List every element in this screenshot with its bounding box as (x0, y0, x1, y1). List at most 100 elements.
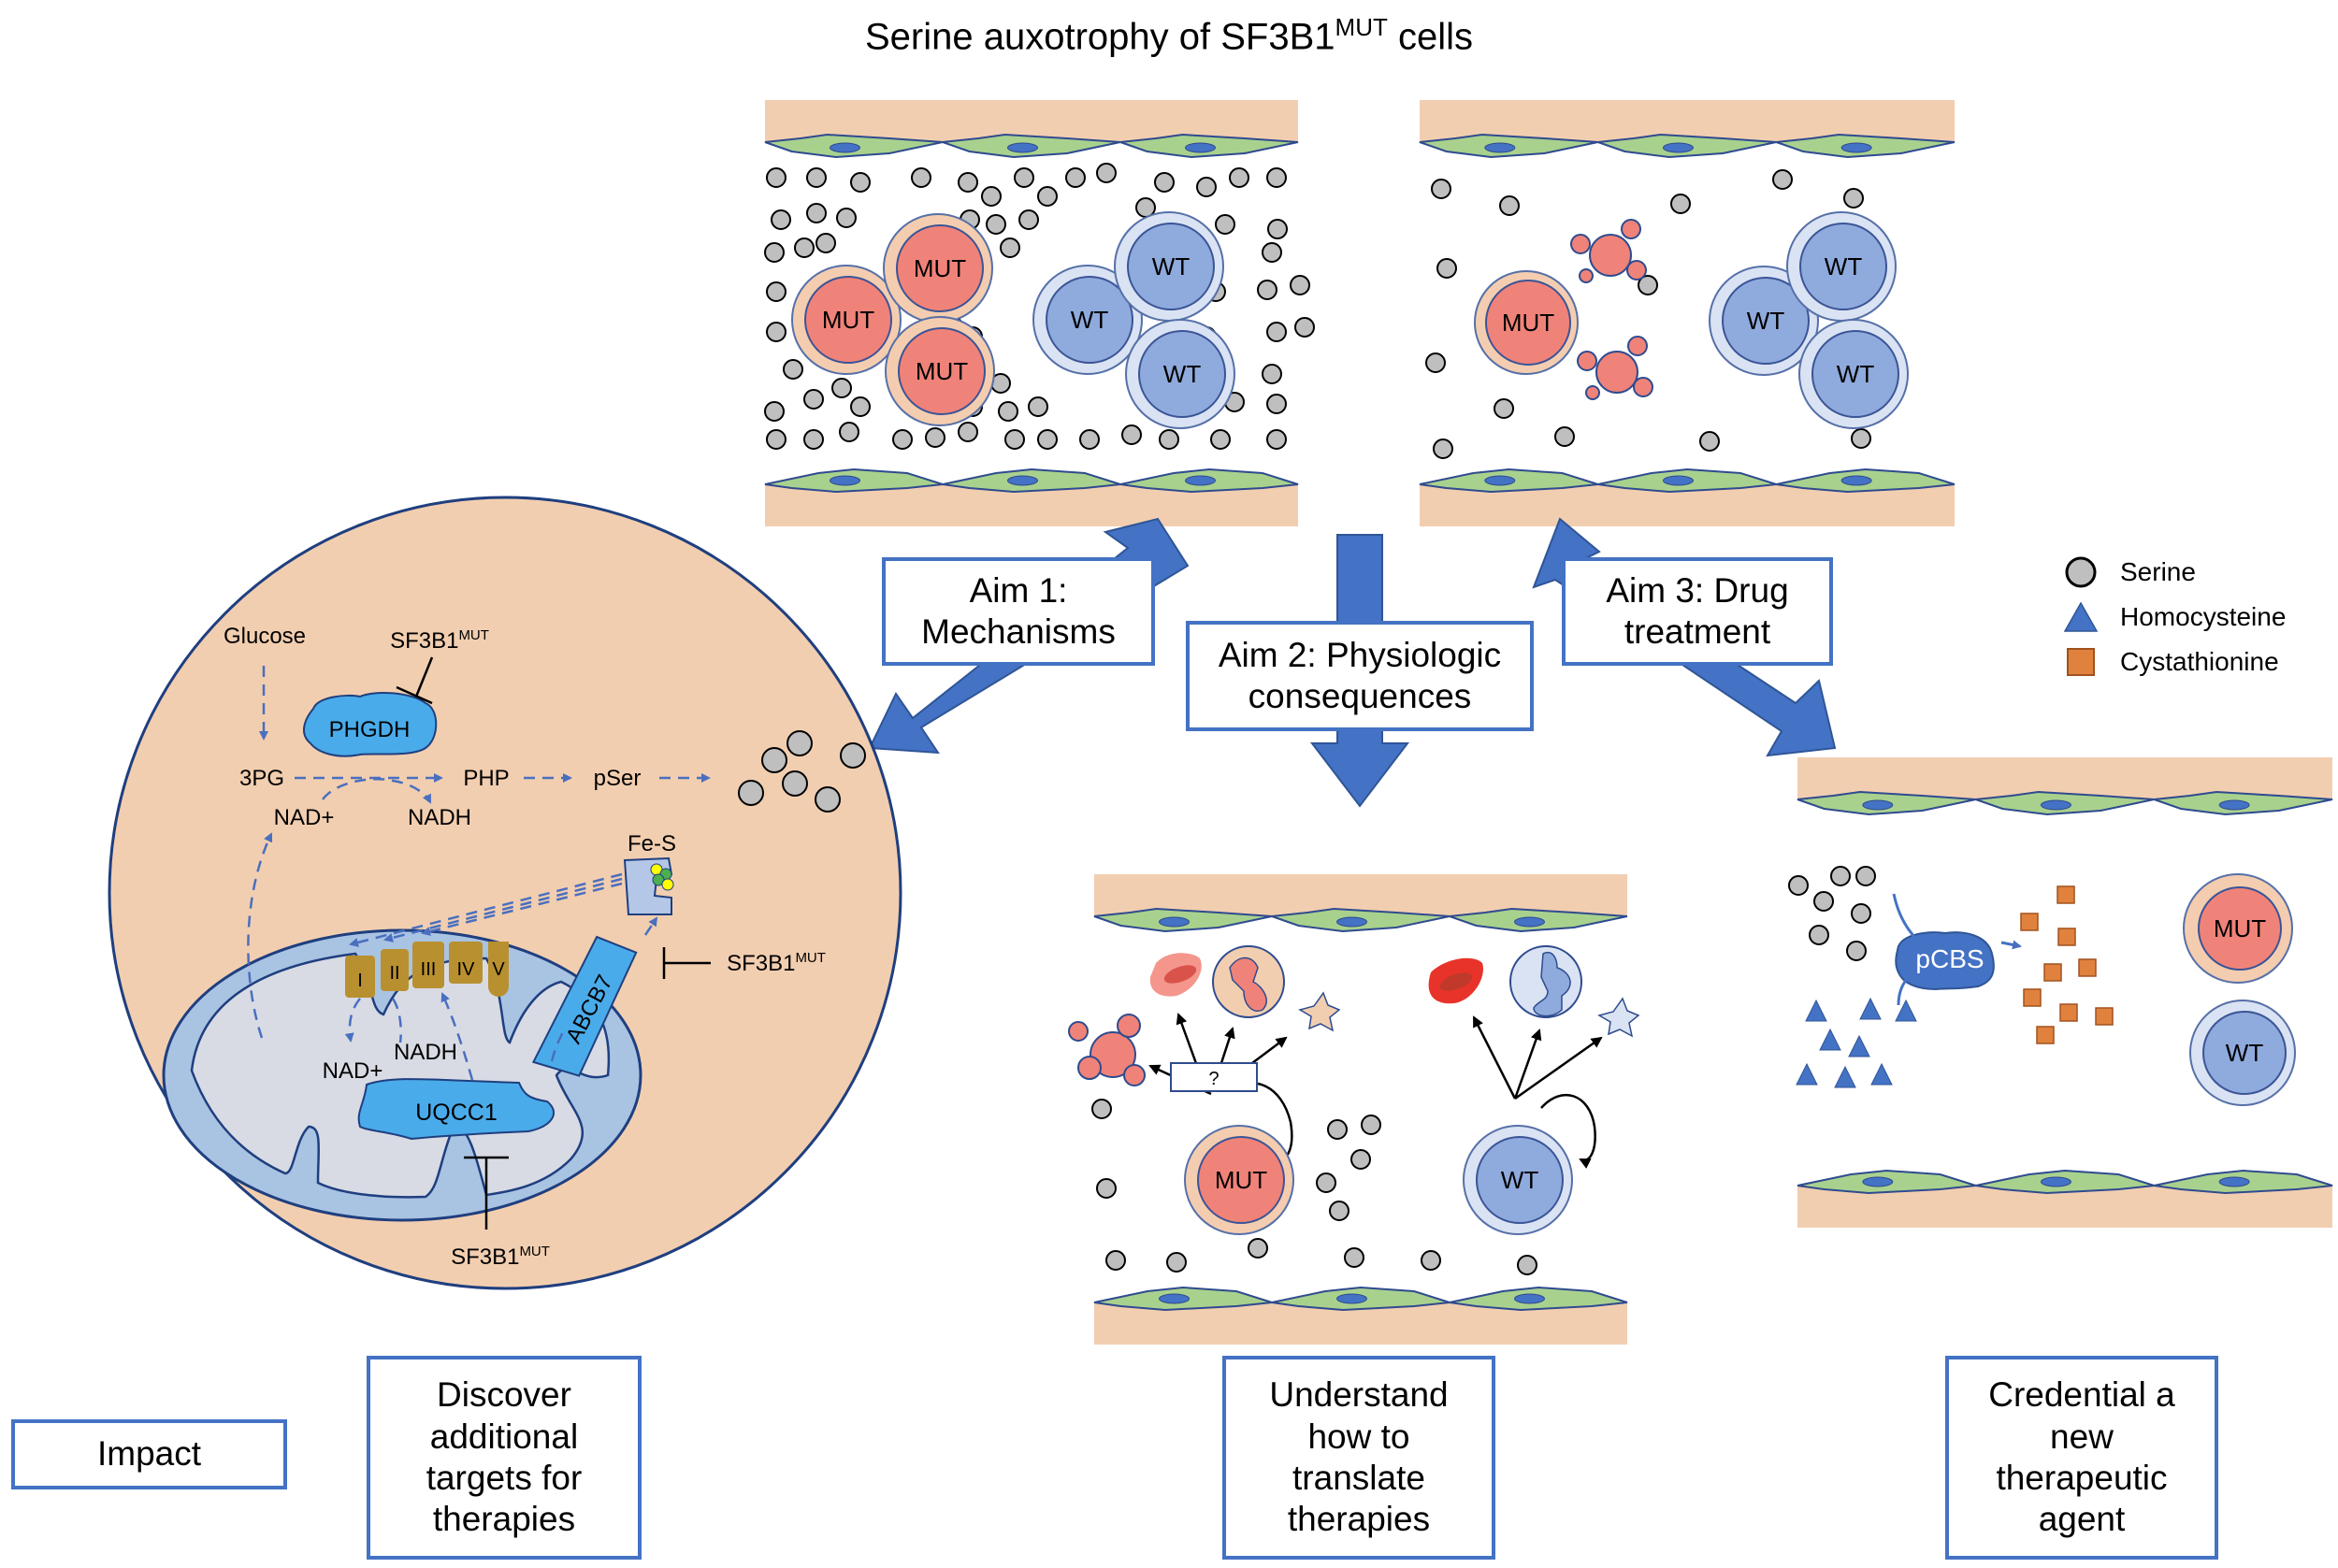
mito-nadh-label: NADH (394, 1040, 457, 1065)
endothelial-nucleus (1484, 142, 1516, 153)
endothelial-nucleus (1185, 142, 1216, 153)
serine-molecule (1154, 172, 1175, 193)
wt-cell: WT (1114, 211, 1224, 322)
homocysteine-molecule (1859, 997, 1882, 1020)
pcbs-label: pCBS (1915, 944, 1984, 973)
vessel-wall-top (1797, 757, 2332, 799)
mito-nad-plus-label: NAD+ (323, 1058, 383, 1084)
complex-v-label: V (492, 959, 505, 980)
endothelial-nucleus (1662, 475, 1694, 486)
serine-molecule (892, 429, 913, 450)
aim3-treatment: pCBS (1796, 885, 2114, 1088)
endothelial-nucleus (830, 475, 860, 486)
serine-molecule (925, 427, 945, 448)
wt-platelet-cell (1597, 997, 1640, 1038)
serine-molecule (1267, 219, 1288, 239)
impact-item-2: Understand how to translate therapies (1222, 1356, 1495, 1560)
serine-molecule (1830, 866, 1851, 886)
mut-label: MUT (822, 306, 874, 334)
homocysteine-molecule (1870, 1062, 1893, 1086)
homocysteine-cluster (1796, 997, 1917, 1088)
legend-label-serine: Serine (2120, 557, 2196, 586)
serine-molecule (764, 401, 785, 422)
serine-molecule (1851, 903, 1871, 924)
serine-molecule (1554, 426, 1575, 447)
aim2-box: Aim 2: Physiologic consequences (1186, 621, 1534, 731)
endothelial-nucleus (1484, 475, 1516, 486)
vessel-panel-aim2 (1093, 874, 1628, 1345)
serine-molecule (1290, 275, 1310, 295)
phgdh-inhibition-line (414, 656, 434, 698)
php-label: PHP (463, 766, 509, 791)
serine-molecule (1000, 237, 1020, 258)
endothelial-nucleus (1840, 142, 1872, 153)
serine-molecule (1079, 429, 1100, 450)
legend-item-cystathionine: Cystathionine (2062, 640, 2286, 684)
serine-molecule (1350, 1149, 1371, 1170)
mut-cell: MUT (1184, 1125, 1294, 1235)
serine-molecule (1699, 431, 1720, 452)
wt-cell: WT (2189, 1000, 2296, 1106)
complex-iii-label: III (421, 959, 437, 980)
serine-molecule (958, 422, 978, 442)
mut-cell: MUT (1474, 270, 1579, 375)
serine-molecule (1037, 429, 1058, 450)
legend-item-serine: Serine (2062, 550, 2286, 595)
serine-molecule (815, 786, 841, 813)
complex-iv-label: IV (457, 959, 476, 980)
cystathionine-molecule (2078, 958, 2097, 977)
impact-item-1: Discover additional targets for therapie… (367, 1356, 642, 1560)
mut-label: MUT (2214, 914, 2266, 942)
serine-molecule (1262, 364, 1282, 384)
nadh-label: NADH (408, 805, 471, 830)
serine-molecule (1091, 1099, 1112, 1119)
legend-label-homocysteine: Homocysteine (2120, 602, 2287, 631)
wt-cell: WT (1798, 319, 1909, 429)
endothelial-nucleus (1159, 916, 1190, 928)
serine-molecule (1121, 424, 1142, 445)
serine-molecule (1004, 429, 1025, 450)
serine-molecule (840, 742, 866, 769)
serine-molecule (766, 429, 787, 450)
mut-label: MUT (916, 357, 968, 385)
serine-molecule (1266, 394, 1287, 414)
serine-molecule (1436, 258, 1457, 279)
impact-label: Impact (96, 1434, 202, 1474)
serine-molecule (1065, 167, 1086, 188)
serine-molecule (1096, 1178, 1117, 1199)
serine-molecule (1018, 209, 1039, 230)
legend-label-cystathionine: Cystathionine (2120, 647, 2279, 676)
homocysteine-molecule (1805, 999, 1827, 1022)
serine-molecule (1638, 275, 1658, 295)
serine-molecule (1421, 1250, 1441, 1271)
wt-label: WT (1747, 307, 1785, 335)
wt-label: WT (1071, 306, 1109, 334)
serine-molecule (738, 780, 764, 806)
apoptotic-body (1570, 219, 1647, 283)
serine-molecule (787, 730, 813, 756)
serine-molecule (1266, 429, 1287, 450)
serine-molecule (839, 422, 859, 442)
wt-cell: WT (1032, 265, 1143, 375)
abcb7-inhibitor-label: SF3B1MUT (727, 950, 826, 976)
cell-mechanism-panel: I II III IV V PHGDH UQCC1 ABCB7 Glucose … (108, 496, 902, 1290)
serine-molecule (766, 167, 787, 188)
serine-molecule (783, 359, 803, 380)
serine-molecule (981, 186, 1002, 207)
endothelial-nucleus (2040, 799, 2071, 811)
serine-molecule (911, 167, 931, 188)
phgdh-inhibitor-label: SF3B1MUT (390, 627, 489, 654)
mut-cell: MUT (2183, 873, 2293, 984)
complex-ii-label: II (389, 963, 399, 984)
endothelial-nucleus (1514, 916, 1545, 928)
serine-molecule (815, 233, 836, 253)
mut-label: MUT (1215, 1166, 1267, 1194)
mut-cell: MUT (883, 213, 993, 324)
serine-molecule (1788, 875, 1809, 896)
endothelial-nucleus (1662, 142, 1694, 153)
endothelial-nucleus (2218, 799, 2250, 811)
impact-item-3-label: Credential a new therapeutic agent (1988, 1375, 2175, 1539)
serine-molecule (794, 237, 815, 258)
serine-molecule (803, 429, 824, 450)
